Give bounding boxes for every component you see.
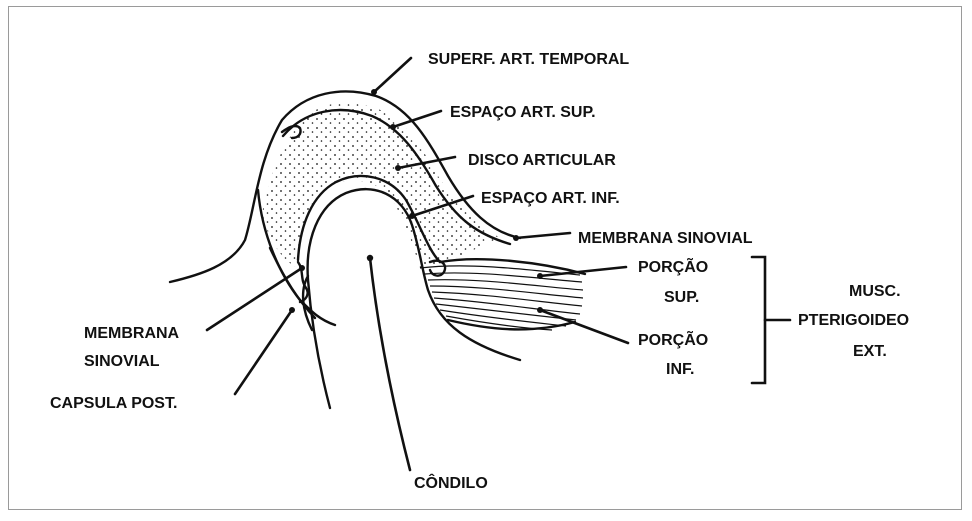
dot-porcao-sup bbox=[537, 273, 543, 279]
leader-membrana-sinovial-right bbox=[516, 233, 570, 238]
label-membrana-sinovial-left-2: SINOVIAL bbox=[84, 353, 160, 370]
label-porcao-sup-2: SUP. bbox=[664, 289, 699, 306]
leader-membrana-sinovial-left bbox=[207, 268, 302, 330]
leader-condilo bbox=[370, 258, 410, 470]
label-capsula-post: CAPSULA POST. bbox=[50, 395, 177, 412]
label-espaco-art-sup: ESPAÇO ART. SUP. bbox=[450, 104, 596, 121]
label-membrana-sinovial-left-1: MEMBRANA bbox=[84, 325, 180, 342]
dot-disco-articular bbox=[395, 165, 401, 171]
dot-membrana-sinovial-right bbox=[513, 235, 519, 241]
leader-espaco-art-sup bbox=[393, 111, 441, 127]
label-musc-1: MUSC. bbox=[849, 283, 901, 300]
dot-superf-art-temporal bbox=[371, 89, 377, 95]
label-porcao-sup-1: PORÇÃO bbox=[638, 256, 708, 276]
dot-condilo bbox=[367, 255, 373, 261]
label-espaco-art-inf: ESPAÇO ART. INF. bbox=[481, 190, 620, 207]
dot-porcao-inf bbox=[537, 307, 543, 313]
dot-capsula-post bbox=[289, 307, 295, 313]
leader-capsula-post bbox=[235, 310, 292, 394]
label-porcao-inf-1: PORÇÃO bbox=[638, 329, 708, 349]
label-membrana-sinovial-right: MEMBRANA SINOVIAL bbox=[578, 230, 753, 247]
label-porcao-inf-2: INF. bbox=[666, 361, 694, 378]
dot-membrana-sinovial-left bbox=[299, 265, 305, 271]
label-condilo: CÔNDILO bbox=[414, 473, 488, 492]
dot-espaco-art-inf bbox=[409, 213, 415, 219]
label-musc-2: PTERIGOIDEO bbox=[798, 312, 909, 329]
dot-espaco-art-sup bbox=[390, 124, 396, 130]
label-disco-articular: DISCO ARTICULAR bbox=[468, 152, 616, 169]
label-musc-3: EXT. bbox=[853, 343, 887, 360]
label-superf-art-temporal: SUPERF. ART. TEMPORAL bbox=[428, 51, 629, 68]
leader-superf-art-temporal bbox=[374, 58, 411, 92]
muscle-bracket bbox=[752, 257, 765, 383]
